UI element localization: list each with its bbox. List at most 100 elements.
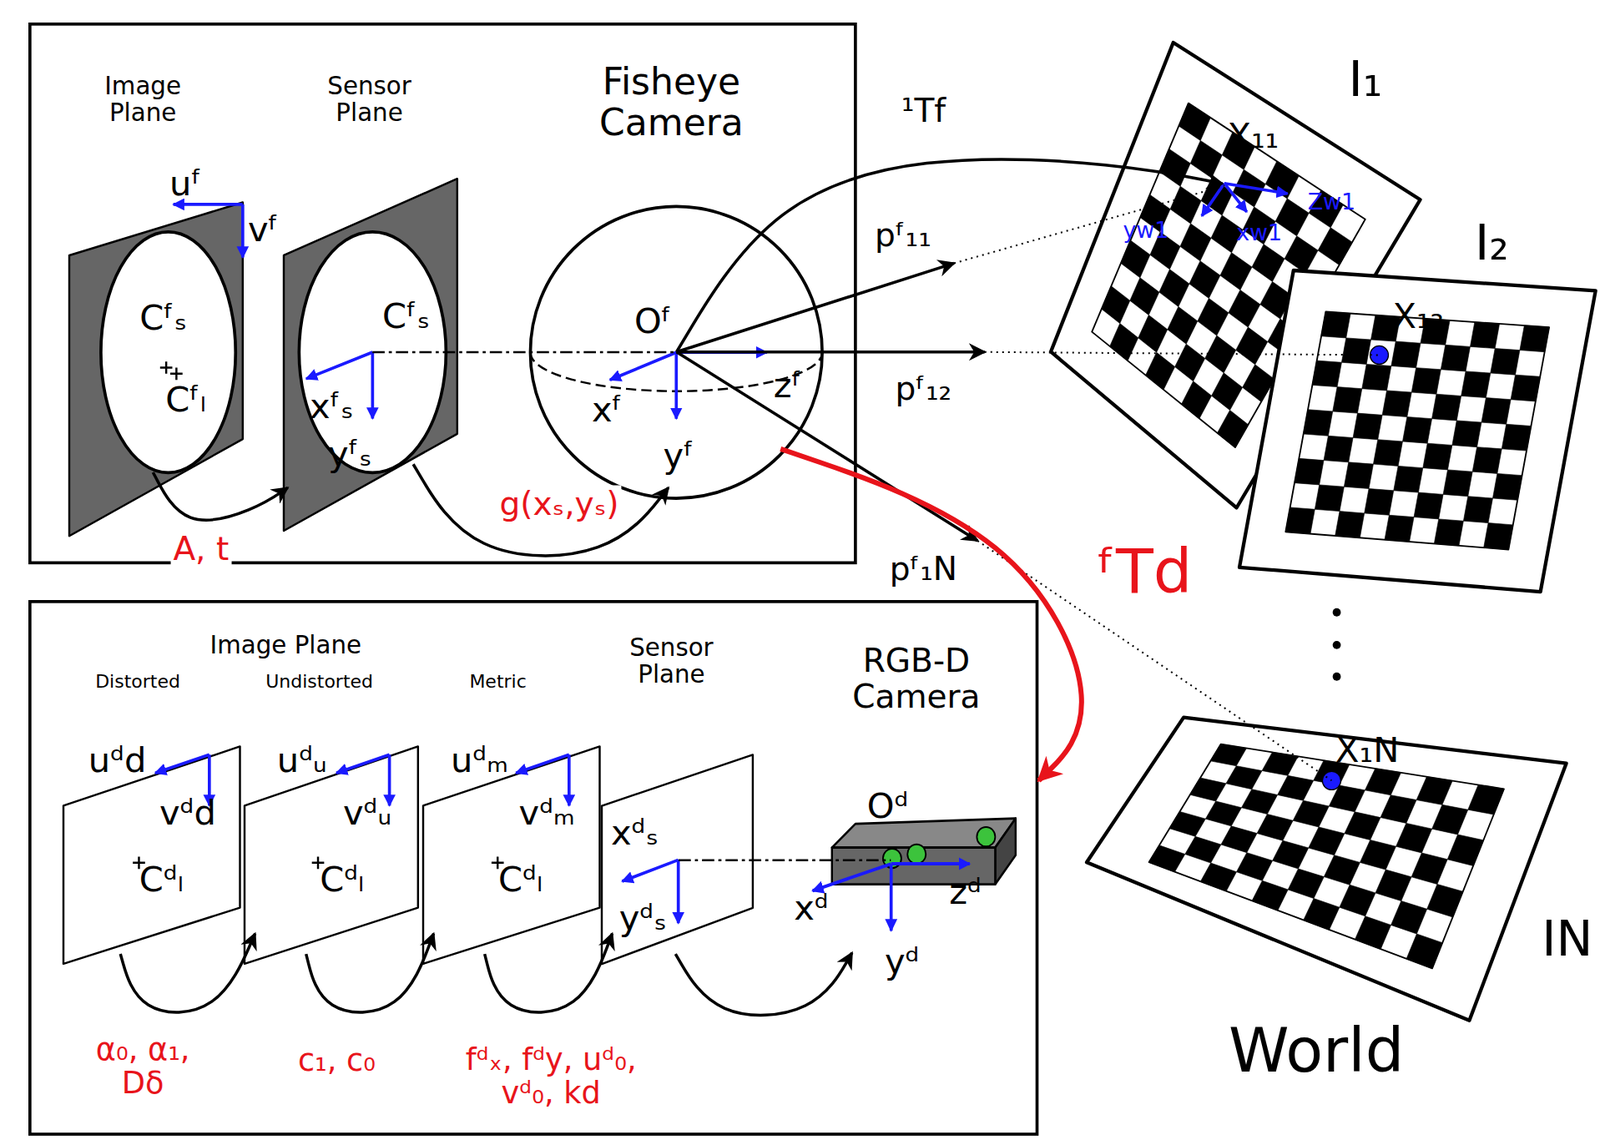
device-lens xyxy=(976,827,995,848)
checkerboard: X₁NIN xyxy=(1086,714,1567,1021)
connector xyxy=(484,933,613,1013)
plane-outline xyxy=(601,755,753,965)
axis-label: xw1 xyxy=(1236,220,1283,246)
axis-arrow xyxy=(676,350,768,354)
checker-square xyxy=(1413,492,1444,520)
axis-label: zᶠ xyxy=(773,366,803,405)
point-label: Cᵈₗ xyxy=(139,860,184,899)
axis-arrow xyxy=(1224,183,1288,194)
checker-square xyxy=(1354,916,1391,949)
connector-line xyxy=(676,262,955,352)
axis-label: xᵈ xyxy=(793,888,828,928)
checker-outline xyxy=(1286,311,1550,550)
axis-label: yw1 xyxy=(1122,218,1169,244)
axis-arrow xyxy=(1224,183,1247,212)
checker-square xyxy=(1362,363,1392,391)
camera-title: Fisheye Camera xyxy=(559,61,784,143)
checker-square xyxy=(1120,240,1151,278)
checker-square xyxy=(1441,344,1471,372)
edge-label: α₀, α₁, Dδ xyxy=(79,1032,207,1101)
connector-line xyxy=(413,464,669,556)
checker-square xyxy=(1391,341,1421,369)
checker-square xyxy=(1251,880,1288,911)
axis-arrow xyxy=(676,860,681,924)
checker-square xyxy=(1470,322,1500,349)
edge-label: g(xₛ,yₛ) xyxy=(496,484,621,521)
checker-square xyxy=(1432,804,1469,835)
connector-line xyxy=(120,933,255,1013)
image-plane: Image PlaneuᶠvᶠCᶠₛCᶠₗ xyxy=(69,163,243,536)
axis-arrow xyxy=(812,864,891,892)
connector-line xyxy=(676,350,985,354)
checker-square xyxy=(1167,307,1198,345)
camera-frame: Fisheye CameraImage PlaneuᶠvᶠCᶠₛCᶠₗSenso… xyxy=(28,22,858,565)
node-shape xyxy=(423,744,601,965)
connector xyxy=(676,352,1333,781)
node-shape xyxy=(69,163,243,536)
connector-ray xyxy=(984,352,1380,356)
optical-axis xyxy=(372,351,677,354)
checker-square xyxy=(1332,387,1363,414)
edge-label: pᶠ₁₂ xyxy=(893,369,955,406)
image-plane: MetricuᵈₘvᵈₘCᵈₗ xyxy=(423,744,601,965)
connector xyxy=(676,352,1380,356)
plane-heading: Image Plane xyxy=(91,71,194,126)
plane-heading: Distorted xyxy=(95,671,181,692)
checker-square xyxy=(1443,469,1474,497)
checker-square xyxy=(1190,777,1227,802)
checker-square xyxy=(1463,496,1494,524)
checker-square xyxy=(1217,410,1249,449)
checker-square xyxy=(1159,269,1190,308)
center-mark xyxy=(160,361,173,374)
axis-label: Zw1 xyxy=(1307,189,1357,215)
world-label: World xyxy=(1228,1017,1404,1086)
axis-arrow xyxy=(306,352,373,379)
axis-arrow xyxy=(370,352,374,419)
board-outline xyxy=(1239,270,1596,592)
ellipsis-dot xyxy=(1332,641,1342,650)
checker-square xyxy=(1220,252,1252,291)
ellipsis-dot xyxy=(1332,608,1342,617)
checker-square xyxy=(1138,315,1168,354)
plane-heading: Sensor Plane xyxy=(620,634,722,688)
checker-square xyxy=(1432,393,1462,421)
point-label: Cᶠₛ xyxy=(382,297,430,336)
connector xyxy=(120,933,255,1013)
edge-label: c₁, c₀ xyxy=(295,1044,379,1078)
checker-square xyxy=(1197,298,1229,337)
checker-square xyxy=(1175,343,1206,382)
checker-square xyxy=(1423,443,1453,470)
point-dot xyxy=(1322,771,1341,790)
connector xyxy=(413,464,669,556)
connector xyxy=(675,953,853,1016)
checker-square xyxy=(1375,869,1412,902)
image-circle xyxy=(298,232,446,474)
checker-square xyxy=(1241,788,1278,814)
node-shape xyxy=(244,744,419,965)
checker-square xyxy=(1272,840,1309,869)
sensor-plane: Sensor PlaneCᶠₛxᶠₛyᶠₛ xyxy=(283,168,458,536)
connector-line xyxy=(780,449,1082,781)
checker-square xyxy=(1359,839,1396,870)
checker-square xyxy=(1180,223,1212,262)
device-lens xyxy=(907,844,926,864)
axis-arrow xyxy=(155,755,210,774)
checker-square xyxy=(1382,390,1413,418)
image-plane: DistorteduᵈdvᵈdCᵈₗ xyxy=(63,744,241,965)
checker-square xyxy=(1205,801,1242,827)
origin-label: Oᶠ xyxy=(634,302,672,341)
checker-square xyxy=(1303,898,1340,930)
axis-label: uᵈd xyxy=(88,741,147,780)
checker-square xyxy=(1169,811,1206,837)
axis-label: vᵈᵤ xyxy=(343,794,392,833)
axis-label: uᵈₘ xyxy=(450,741,509,780)
ellipsis-dot xyxy=(1332,672,1342,682)
axis-label: uᶠ xyxy=(169,164,202,203)
checker-square xyxy=(1473,447,1503,475)
axis-label: xᶠ xyxy=(591,391,623,430)
checker-square xyxy=(1447,834,1484,867)
checker-square xyxy=(1384,514,1414,542)
checker-square xyxy=(1200,863,1237,892)
edge-label: ¹Tf xyxy=(898,92,949,129)
checker-square xyxy=(1406,933,1443,969)
